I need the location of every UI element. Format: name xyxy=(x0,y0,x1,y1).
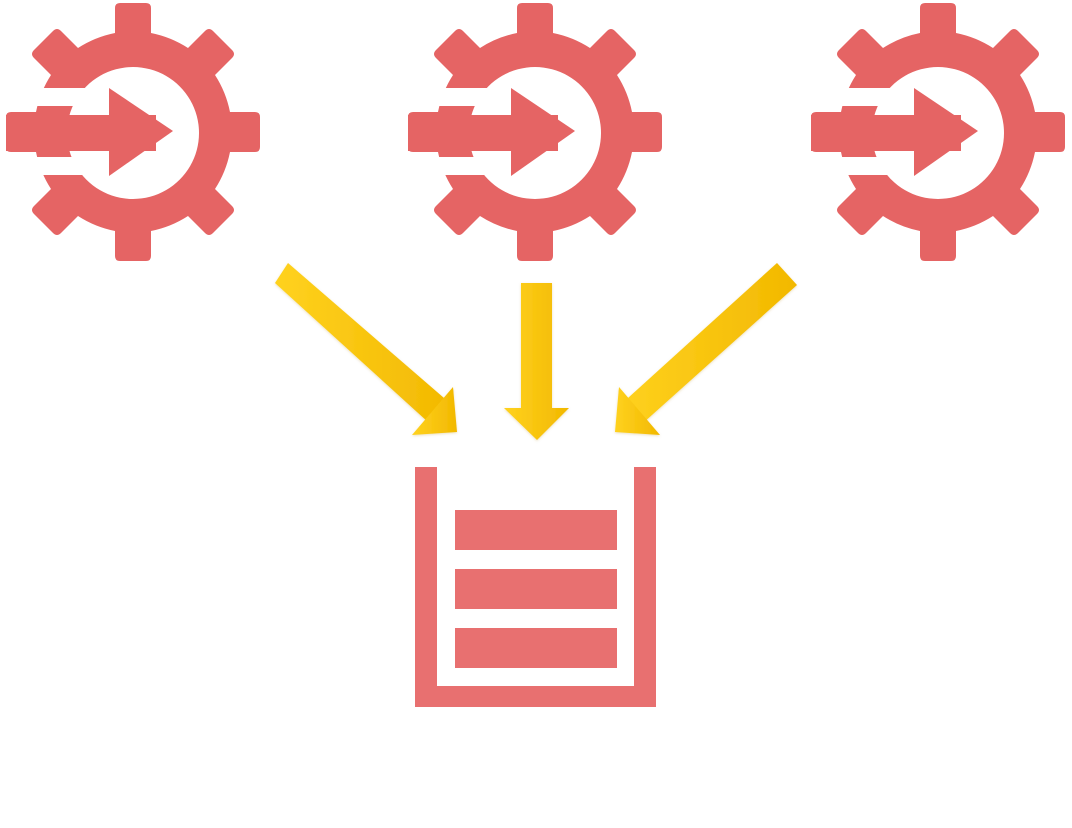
queue xyxy=(415,467,656,707)
queue-slots xyxy=(455,510,617,668)
arrow-down-left-icon xyxy=(616,263,797,432)
producer-gear-1 xyxy=(0,3,260,261)
process-gear-icon xyxy=(803,3,1065,261)
producer-gear-2 xyxy=(400,3,662,261)
arrow-down-right-head xyxy=(412,387,457,435)
queue-slot xyxy=(455,510,617,550)
process-gear-icon xyxy=(0,3,260,261)
flow-arrow-right xyxy=(615,263,797,435)
process-gear-icon xyxy=(400,3,662,261)
arrow-down-icon xyxy=(504,283,569,440)
queue-slot xyxy=(455,569,617,609)
arrow-down-right-icon xyxy=(275,263,456,432)
flow-arrow-left xyxy=(275,263,457,435)
queue-slot xyxy=(455,628,617,668)
producer-gear-3 xyxy=(803,3,1065,261)
arrow-down-left-head xyxy=(615,387,660,435)
flow-arrow-center xyxy=(504,283,569,440)
